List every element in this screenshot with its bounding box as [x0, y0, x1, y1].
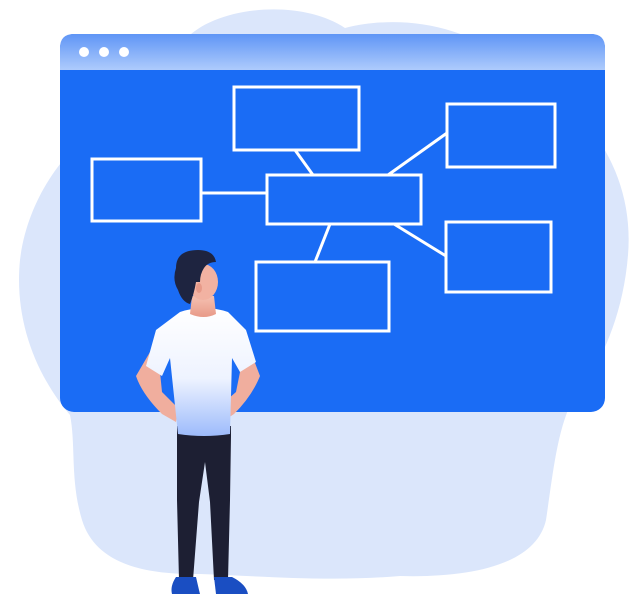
diagram-node — [265, 173, 423, 226]
person-pants — [177, 426, 231, 580]
person-shoe-left — [171, 577, 200, 594]
diagram-connector — [313, 223, 332, 263]
diagram-node — [232, 85, 361, 152]
diagram-node — [90, 157, 203, 223]
diagram-connector — [393, 222, 447, 258]
person-arm-left — [136, 352, 178, 422]
window-control-dot-icon — [119, 47, 129, 57]
person-shoe-right — [214, 577, 248, 594]
person-neck — [190, 296, 216, 317]
window-titlebar — [60, 34, 605, 70]
flowchart-diagram — [90, 85, 557, 333]
window-control-dot-icon — [79, 47, 89, 57]
diagram-node — [254, 260, 391, 333]
person-hair — [174, 250, 216, 304]
diagram-connector — [387, 131, 448, 177]
person-figure — [136, 250, 260, 594]
diagram-connector — [293, 149, 315, 176]
window-control-dot-icon — [99, 47, 109, 57]
person-ear — [196, 283, 202, 293]
diagram-node — [444, 220, 553, 294]
person-shirt — [146, 308, 256, 436]
diagram-node — [445, 102, 557, 169]
